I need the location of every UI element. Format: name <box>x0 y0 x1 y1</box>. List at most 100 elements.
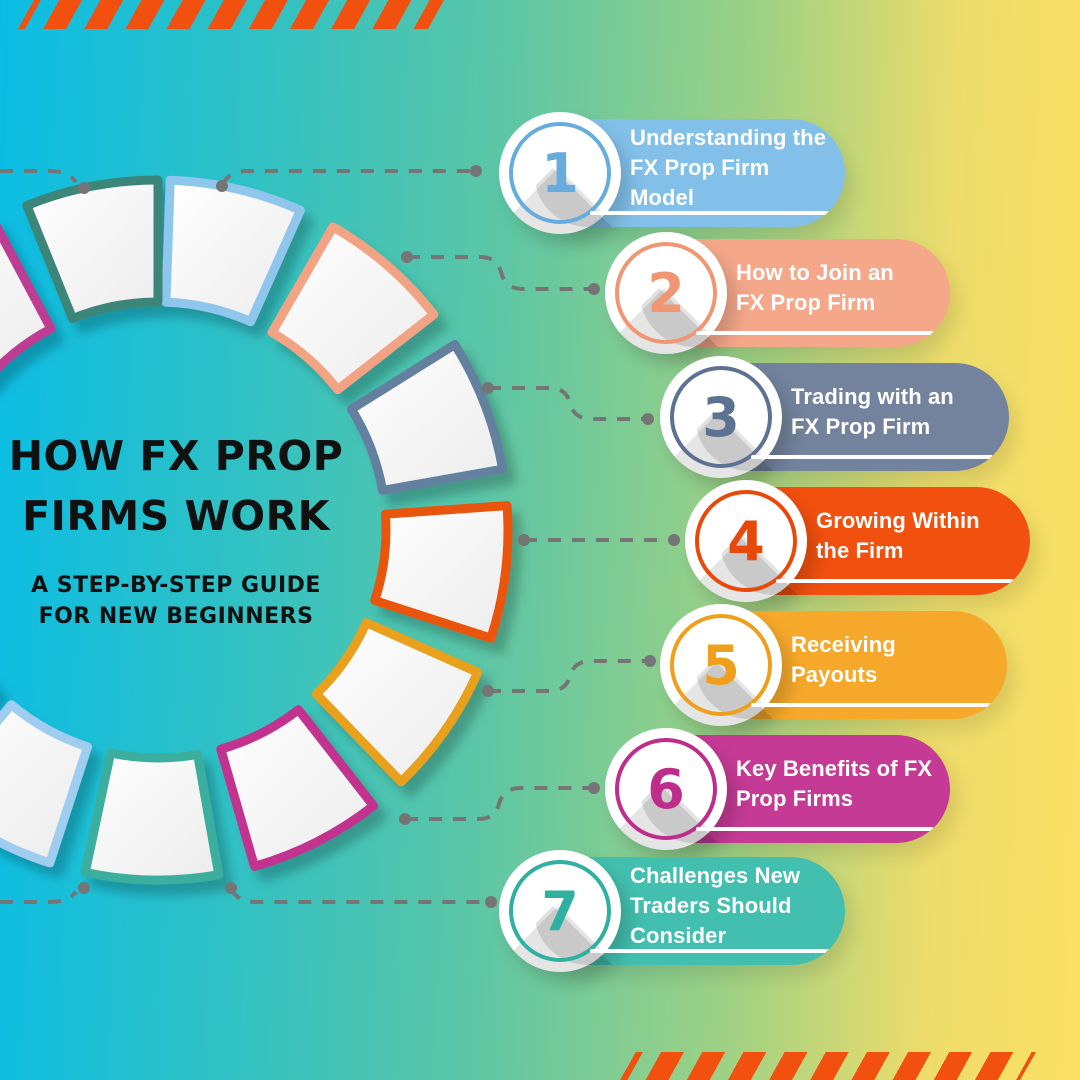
title-block: HOW FX PROP FIRMS WORK A STEP-BY-STEP GU… <box>0 426 352 632</box>
step-label-line: Challenges New <box>630 863 801 888</box>
segment-magenta-lower-right <box>216 705 378 871</box>
connector-step-2-line <box>407 255 594 291</box>
connector-dot <box>401 251 413 263</box>
connector-dot <box>644 655 656 667</box>
subtitle-line2: FOR NEW BEGINNERS <box>38 604 314 629</box>
connector-step-2 <box>401 251 600 295</box>
connector-step-6-line <box>405 786 594 821</box>
segment-teal-bottom <box>80 748 224 885</box>
step-number: 6 <box>647 757 685 821</box>
step-number: 7 <box>541 879 579 943</box>
connector-dot <box>588 283 600 295</box>
pill-underline <box>590 949 829 953</box>
connector-step-1 <box>216 165 482 192</box>
connector-dot <box>518 534 530 546</box>
segment-light-blue-top <box>161 175 305 327</box>
step-2-label: How to Join an FX Prop Firm <box>736 258 894 318</box>
connector-step-4 <box>518 534 680 546</box>
step-label-line: FX Prop Firm <box>736 290 876 315</box>
connector-dot <box>225 882 237 894</box>
step-6-label: Key Benefits of FX Prop Firms <box>736 754 932 814</box>
top-stripes-decoration <box>18 0 444 29</box>
pill-underline <box>776 579 1014 583</box>
step-number: 1 <box>541 141 579 205</box>
badge-ring <box>509 122 611 224</box>
segment-light-blue-bottom <box>0 700 92 868</box>
main-title-line1: HOW FX PROP <box>8 432 344 480</box>
step-5-number-badge: 5 <box>660 604 782 726</box>
badge-ring <box>615 242 717 344</box>
step-label-line: Payouts <box>791 662 878 687</box>
step-label-line: Consider <box>630 923 727 948</box>
connector-dot <box>399 813 411 825</box>
connector-dot <box>668 534 680 546</box>
segmented-wheel <box>0 175 513 885</box>
main-title-line2: FIRMS WORK <box>22 492 330 540</box>
connector-dot <box>78 882 90 894</box>
step-4-number-badge: 4 <box>685 480 807 602</box>
connector-dot <box>485 896 497 908</box>
connector-dot <box>78 182 90 194</box>
connector-stub-bottom-left-line <box>0 890 78 904</box>
segment-dark-teal-top-left <box>22 175 163 324</box>
segment-slate-right <box>346 340 508 495</box>
step-6-number-badge: 6 <box>605 728 727 850</box>
connector-step-3 <box>482 382 654 425</box>
segment-salmon-upper-right <box>267 222 439 395</box>
step-label-line: Understanding the <box>630 125 827 150</box>
step-3-number-badge: 3 <box>660 356 782 478</box>
bottom-stripes-decoration <box>620 1052 1036 1080</box>
step-label-line: Trading with an <box>791 384 954 409</box>
step-7-number-badge: 7 <box>499 850 621 972</box>
connector-dot <box>470 165 482 177</box>
segment-amber-lower-right <box>311 618 483 787</box>
connector-dot <box>482 685 494 697</box>
connector-stub-top-left <box>0 169 90 194</box>
step-4-label: Growing Within the Firm <box>816 506 980 566</box>
badge-ring <box>670 614 772 716</box>
connector-step-7 <box>225 882 497 908</box>
connector-step-6 <box>399 782 600 825</box>
badge-ring <box>670 366 772 468</box>
step-number: 5 <box>702 633 740 697</box>
step-label-line: Traders Should <box>630 893 792 918</box>
step-3-label: Trading with an FX Prop Firm <box>791 382 954 442</box>
step-1-number-badge: 1 <box>499 112 621 234</box>
pill-underline <box>751 455 993 459</box>
badge-ring <box>509 860 611 962</box>
pill-underline <box>696 331 934 335</box>
step-label-line: How to Join an <box>736 260 894 285</box>
step-number: 4 <box>727 509 765 573</box>
step-label-line: Receiving <box>791 632 896 657</box>
segment-orange-right <box>370 501 513 643</box>
subtitle-line1: A STEP-BY-STEP GUIDE <box>31 573 321 598</box>
connector-dot <box>482 382 494 394</box>
step-number: 3 <box>702 385 740 449</box>
step-label-line: Prop Firms <box>736 786 854 811</box>
connector-stub-bottom-left <box>0 882 90 904</box>
pill-underline <box>696 827 934 831</box>
connector-dot <box>642 413 654 425</box>
step-2-number-badge: 2 <box>605 232 727 354</box>
step-label-line: Key Benefits of FX <box>736 756 933 781</box>
connector-stub-top-left-line <box>0 169 78 184</box>
step-label-line: FX Prop Firm <box>791 414 931 439</box>
step-label-line: Growing Within <box>816 508 980 533</box>
pill-underline <box>590 211 829 215</box>
segment-magenta-upper-left <box>0 223 56 372</box>
connector-step-5 <box>482 655 656 697</box>
dashed-connectors <box>0 165 680 908</box>
step-label-line: FX Prop Firm <box>630 155 770 180</box>
connector-dot <box>588 782 600 794</box>
step-label-line: the Firm <box>816 538 904 563</box>
badge-ring <box>615 738 717 840</box>
step-label-line: Model <box>630 185 695 210</box>
pill-underline <box>751 703 991 707</box>
connector-dot <box>216 180 228 192</box>
badge-ring <box>695 490 797 592</box>
